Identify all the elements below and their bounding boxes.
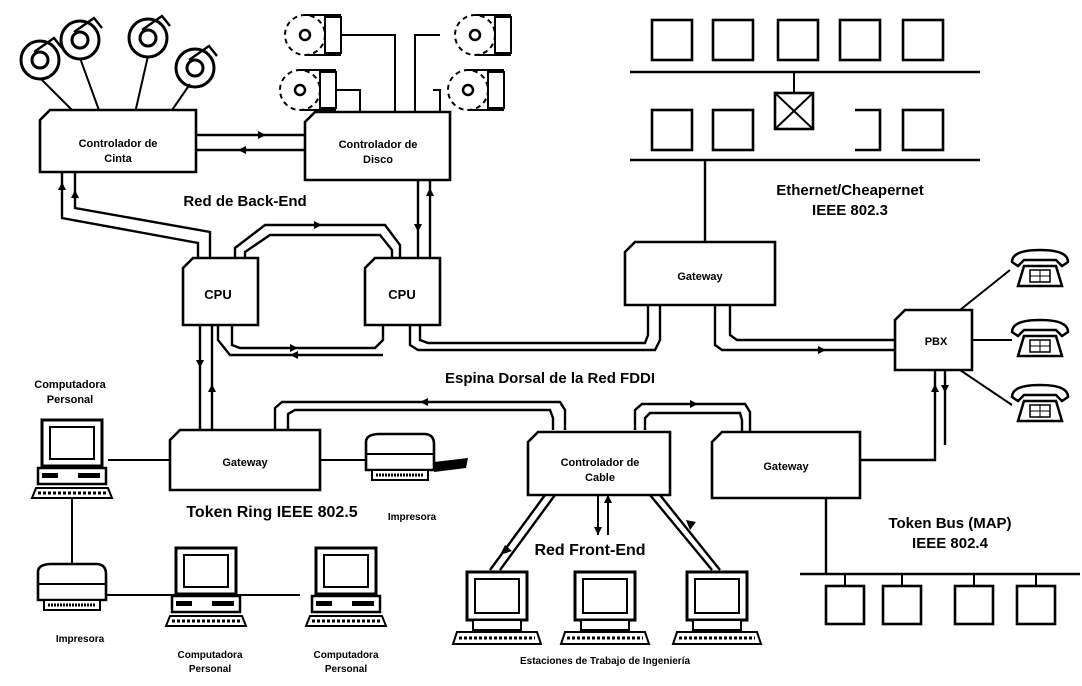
cpu-right-label: CPU <box>388 287 415 302</box>
frontend-label: Red Front-End <box>534 542 645 559</box>
token-ring-label: Token Ring IEEE 802.5 <box>186 504 357 521</box>
cpu-left-label: CPU <box>204 287 231 302</box>
gateway-token-ring-label: Gateway <box>222 457 268 469</box>
pc-bottom-2-label-2: Personal <box>325 664 367 675</box>
phones <box>960 250 1068 421</box>
ethernet-segment <box>630 20 980 245</box>
workstations-label: Estaciones de Trabajo de Ingeniería <box>520 656 690 667</box>
gateway-token-bus-label: Gateway <box>763 461 809 473</box>
cpu-controller-links <box>58 172 434 258</box>
tape-controller-label-2: Cinta <box>104 153 132 165</box>
disk-controller-label-2: Disco <box>363 154 393 166</box>
cpu-to-gateway-link <box>196 325 216 432</box>
cpu-left-box: CPU <box>183 258 258 325</box>
tape-drives <box>21 16 217 113</box>
ethernet-label-1: Ethernet/Cheapernet <box>776 182 924 199</box>
backend-label: Red de Back-End <box>183 193 306 210</box>
disk-controller-box: Controlador de Disco <box>305 112 450 180</box>
disk-controller-label-1: Controlador de <box>339 139 418 151</box>
gateway-ethernet-label: Gateway <box>677 271 723 283</box>
token-bus-label-2: IEEE 802.4 <box>912 535 989 552</box>
pc-bottom-1-label-1: Computadora <box>178 650 243 661</box>
ethernet-label-2: IEEE 802.3 <box>812 202 888 219</box>
controller-link <box>196 131 305 154</box>
pc-top-label-2: Personal <box>47 394 93 406</box>
workstations <box>453 572 761 644</box>
cable-controller-label-1: Controlador de <box>561 457 640 469</box>
tape-controller-label-1: Controlador de <box>79 138 158 150</box>
token-bus-label-1: Token Bus (MAP) <box>888 515 1011 532</box>
printer-left <box>38 564 106 610</box>
tape-controller-box: Controlador de Cinta <box>40 110 196 172</box>
gateway-token-ring-box: Gateway <box>170 430 320 490</box>
pc-top-label-1: Computadora <box>34 379 106 391</box>
pbx-to-gateway-link <box>860 370 949 460</box>
gateway-token-bus-box: Gateway <box>712 432 860 498</box>
disk-drives <box>280 15 511 115</box>
fddi-label: Espina Dorsal de la Red FDDI <box>445 370 655 387</box>
pbx-label: PBX <box>925 336 948 348</box>
cable-controller-label-2: Cable <box>585 472 615 484</box>
pc-bottom-2-label-1: Computadora <box>314 650 379 661</box>
pc-top-left <box>32 420 112 498</box>
printer-right-label: Impresora <box>388 512 437 523</box>
cpu-right-box: CPU <box>365 258 440 325</box>
cable-controller-box: Controlador de Cable <box>528 432 670 495</box>
pc-bottom-1-label-2: Personal <box>189 664 231 675</box>
ethernet-repeater <box>775 72 813 129</box>
printer-right <box>366 434 468 480</box>
pbx-box: PBX <box>895 310 972 370</box>
token-ring-to-cable-link <box>275 398 750 432</box>
printer-left-label: Impresora <box>56 634 105 645</box>
pc-bottom-1 <box>166 548 246 626</box>
fddi-backbone <box>218 305 895 359</box>
pc-bottom-2 <box>306 548 386 626</box>
gateway-ethernet-box: Gateway <box>625 242 775 305</box>
